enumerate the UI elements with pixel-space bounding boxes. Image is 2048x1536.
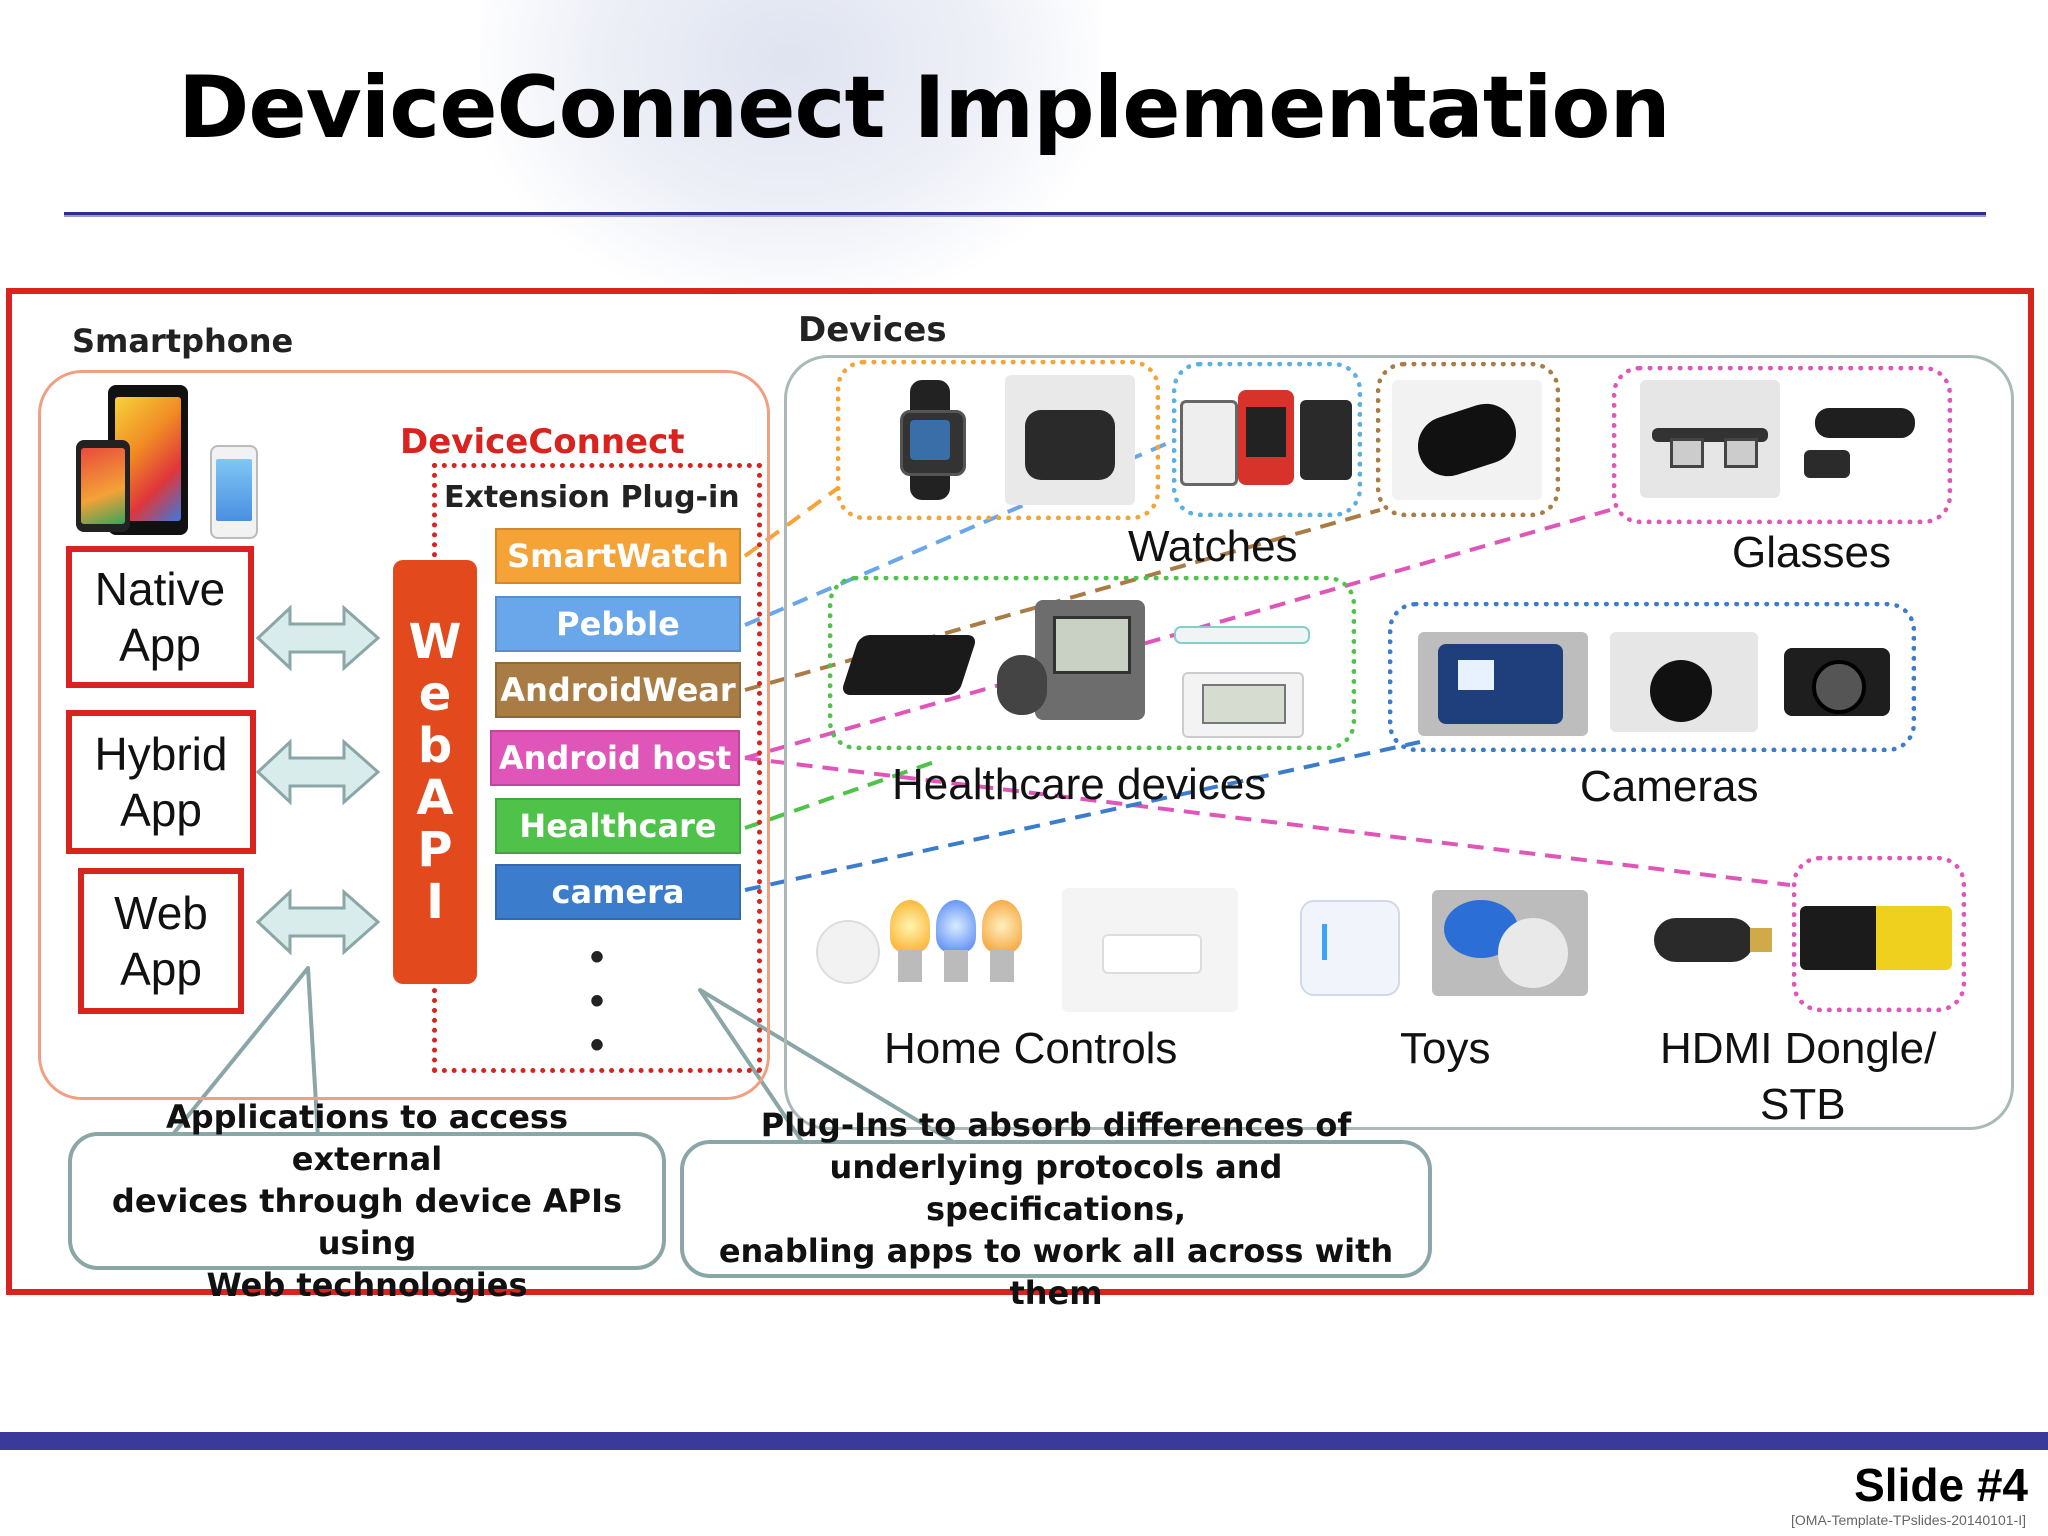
glasses-photo-1 [1640,380,1780,498]
callout-right-line: Plug-Ins to absorb differences of [760,1106,1352,1144]
hdmi-stb-group [1792,856,1966,1012]
smartphone-panel [38,370,770,1100]
glasses-label: Glasses [1732,528,1891,577]
healthcare-group [828,576,1356,750]
webapi-letter: A [416,770,454,826]
smartphone-android-icon [76,440,130,532]
callout-left-line: Applications to access external [165,1098,569,1178]
home-hub-photo [1062,888,1238,1012]
pebble-group [1172,362,1362,517]
healthcare-monitor-photo [995,600,1155,730]
plugin-androidwear: AndroidWear [495,662,741,718]
camera-photo-3 [1778,636,1896,724]
callout-plugins: Plug-Ins to absorb differences of underly… [680,1106,1432,1312]
hybrid-app-label-1: Hybrid [94,728,228,780]
smartphone-iphone-icon [210,445,258,539]
plugin-android-host: Android host [490,730,740,786]
plugin-pebble: Pebble [495,596,741,652]
line-android-host-hdmi [744,756,1791,887]
plugin-ellipsis: ••• [590,935,605,1067]
webapi-letter: P [417,822,453,878]
template-reference: [OMA-Template-TPslides-20140101-I] [1791,1512,2026,1528]
cameras-label: Cameras [1580,762,1759,811]
androidwear-group [1376,362,1560,517]
healthcare-scale-photo [840,625,980,705]
smartwatch-group [836,360,1160,520]
glasses-photo-2 [1800,390,1925,490]
healthcare-pedometer-photo [1182,672,1304,738]
hybrid-app-label-2: App [120,784,202,836]
webapi-bar: W e b A P I [393,560,477,984]
line-camera [744,740,1421,892]
home-controls-label: Home Controls [884,1024,1178,1073]
page-title: DeviceConnect Implementation [178,58,1671,158]
hdmi-dongle-photo [1654,912,1774,968]
native-app-label-2: App [119,619,201,671]
line-healthcare [744,758,941,830]
smartwatch-photo-1 [880,380,980,500]
arrow-native [255,604,381,672]
healthcare-thermometer-photo [1170,610,1310,650]
glasses-group [1612,366,1952,524]
callout-right-pointer [698,988,962,1148]
hdmi-label-line2: STB [1760,1080,1846,1129]
arrow-web [255,888,381,956]
devices-label: Devices [798,310,947,350]
plugin-camera: camera [495,864,741,920]
diagram-frame [6,288,2034,1295]
webapi-letter: b [417,718,453,774]
devices-panel [784,355,2014,1130]
native-app-label-1: Native [94,563,226,615]
webapi-letter: e [418,666,452,722]
title-background-glow [480,0,1100,300]
title-rule [64,212,1986,217]
line-smartwatch [743,486,840,558]
hdmi-label-line1: HDMI Dongle/ [1660,1024,1937,1073]
webapi-letter: I [426,874,444,930]
plugin-smartwatch: SmartWatch [495,528,741,584]
pebble-photo [1180,385,1355,495]
smartphone-label: Smartphone [72,322,294,360]
slide-number: Slide #4 [1854,1459,2028,1511]
healthcare-label: Healthcare devices [892,760,1267,809]
watches-label: Watches [1128,522,1298,571]
web-app-label-2: App [120,943,202,995]
callout-left-pointer [168,966,320,1140]
androidwear-photo [1392,380,1542,500]
toy-cube-photo [1292,896,1408,1000]
cameras-group [1388,602,1916,752]
callout-left-line: Web technologies [206,1266,528,1304]
webapi-letter: W [408,614,462,670]
toys-label: Toys [1400,1024,1491,1073]
toy-ball-photo [1432,890,1588,996]
home-bulbs-photo [812,890,1034,1002]
smartwatch-photo-2 [1005,375,1135,505]
camera-photo-2 [1610,632,1758,732]
hdmi-stb-photo [1800,906,1952,970]
deviceconnect-label: DeviceConnect [400,422,685,462]
arrow-hybrid [255,738,381,806]
plugin-healthcare: Healthcare [495,798,741,854]
callout-right-line: enabling apps to work all across with th… [718,1232,1394,1312]
camera-photo-1 [1418,632,1588,736]
web-app-label-1: Web [114,887,208,939]
footer-rule [0,1432,2048,1450]
callout-left-line: devices through device APIs using [111,1182,623,1262]
extension-plugin-label: Extension Plug-in [444,480,740,515]
callout-right-line: underlying protocols and specifications, [829,1148,1283,1228]
